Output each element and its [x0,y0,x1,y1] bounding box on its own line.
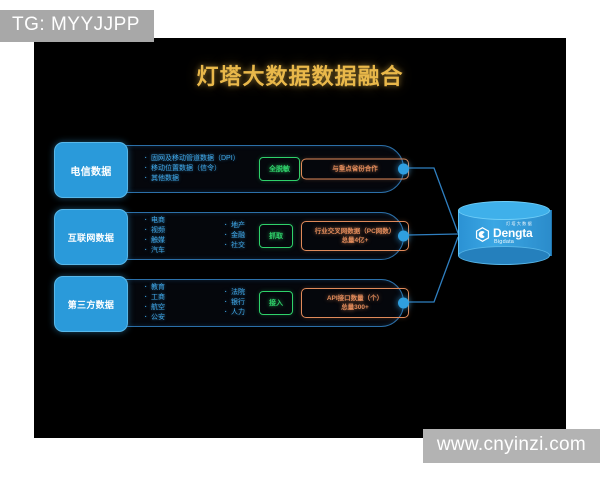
list-item: 社交 [223,240,245,251]
logo-sub-label: Bigdata [494,239,515,246]
connector-node-thirdparty [398,297,409,309]
page-title: 灯塔大数据数据融合 [196,64,404,89]
list-item: 工商 [143,292,165,303]
list-item: 航空 [143,302,165,313]
list-item: 公安 [143,312,165,323]
list-item: 触媒 [143,235,165,246]
logo-text-block: 灯塔大数据 Dengta Bigdata [493,221,533,246]
database-cylinder: 灯塔大数据 Dengta Bigdata [458,201,552,265]
database-top-ellipse [458,201,550,220]
status-badge-thirdparty-orange: API接口数量（个） 总量300+ [301,288,409,318]
list-item: 金融 [223,230,245,241]
data-source-row-thirdparty[interactable]: 第三方数据 教育 工商 航空 公安 法院 银行 人力 接入 API接口数量（个）… [54,276,409,332]
list-item: 移动位置数据（信令） [143,163,240,174]
row-label-internet: 互联网数据 [54,209,128,265]
list-item: 地产 [223,220,245,231]
status-badge-thirdparty-green: 接入 [259,291,293,315]
connector-node-internet [398,230,409,242]
watermark-bottom: www.cnyinzi.com [422,429,600,463]
status-badge-internet-orange: 行业交叉网数据（PC网数） 总量4亿+ [301,221,409,251]
slide-canvas: 灯塔大数据数据融合 电信数据 固网及移动管道数据（DPI） 移动位置数据（信令）… [34,38,566,438]
database-bottom-ellipse [458,246,550,265]
list-item: 其他数据 [143,173,240,184]
status-badge-telecom-orange: 与重点省份合作 [301,158,409,180]
data-source-row-telecom[interactable]: 电信数据 固网及移动管道数据（DPI） 移动位置数据（信令） 其他数据 全脱敏 … [54,142,409,198]
list-item: 固网及移动管道数据（DPI） [143,153,240,164]
bullet-column-internet-1: 电商 视频 触媒 汽车 [143,213,165,259]
row-label-thirdparty: 第三方数据 [54,276,128,332]
bullet-column-internet-2: 地产 金融 社交 [223,213,245,259]
list-item: 银行 [223,297,245,308]
status-badge-telecom-green: 全脱敏 [259,157,300,181]
row-label-telecom: 电信数据 [54,142,128,198]
logo-chinese-label: 灯塔大数据 [506,221,533,227]
data-source-row-internet[interactable]: 互联网数据 电商 视频 触媒 汽车 地产 金融 社交 抓取 行业交叉网数据（PC… [54,209,409,265]
hexagon-logo-icon [475,226,490,242]
status-badge-internet-green: 抓取 [259,224,293,248]
list-item: 法院 [223,287,245,298]
watermark-top: TG: MYYJJPP [0,10,154,42]
connector-node-telecom [398,163,409,175]
list-item: 教育 [143,282,165,293]
logo-main-label: Dengta [493,226,533,241]
list-item: 汽车 [143,245,165,256]
bullet-column-telecom-1: 固网及移动管道数据（DPI） 移动位置数据（信令） 其他数据 [143,146,240,192]
list-item: 视频 [143,225,165,236]
bullet-column-thirdparty-1: 教育 工商 航空 公安 [143,280,165,326]
dengta-logo: 灯塔大数据 Dengta Bigdata [458,221,550,247]
list-item: 电商 [143,215,165,226]
bullet-column-thirdparty-2: 法院 银行 人力 [223,280,245,326]
list-item: 人力 [223,307,245,318]
